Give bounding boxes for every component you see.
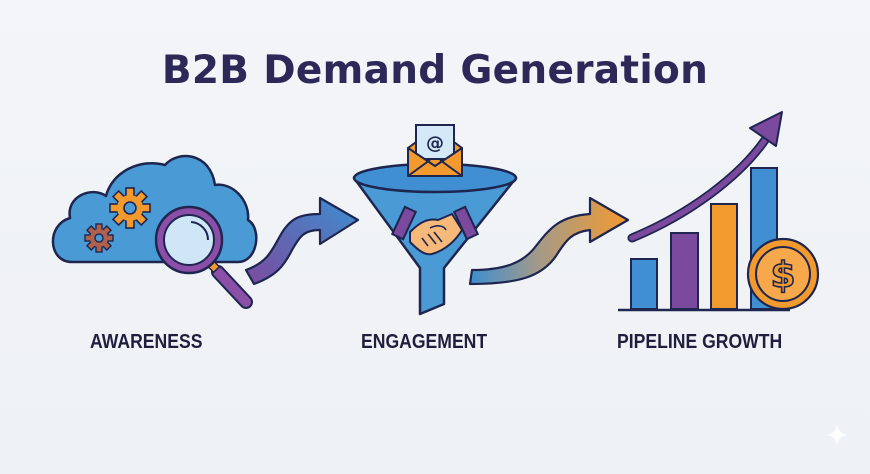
coin-icon: $ — [746, 237, 820, 311]
handshake-icon — [390, 205, 480, 256]
curved-arrow-right-icon — [468, 196, 630, 286]
magnifier-icon — [154, 205, 253, 309]
at-symbol: @ — [426, 133, 444, 154]
stage-label-engagement: ENGAGEMENT — [361, 331, 488, 353]
cloud-icon — [51, 154, 258, 264]
gear-icon — [109, 187, 151, 229]
growth-arrow-icon — [627, 111, 783, 243]
stage-label-awareness: AWARENESS — [90, 331, 203, 353]
dollar-symbol: $ — [770, 255, 795, 296]
curved-arrow-right-icon — [244, 196, 360, 286]
sparkle-icon — [826, 424, 848, 446]
stage-label-pipeline-growth: PIPELINE GROWTH — [617, 331, 783, 353]
page-title: B2B Demand Generation — [161, 48, 709, 93]
email-icon: @ — [407, 124, 463, 177]
small-gear-icon — [84, 223, 114, 253]
